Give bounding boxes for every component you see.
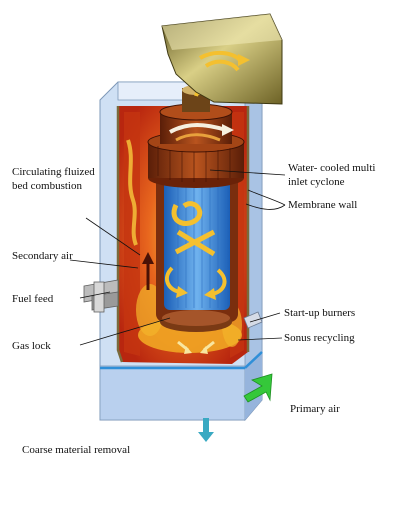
label-primary-air: Primary air [290,403,340,415]
label-startup-burners: Start-up burners [284,307,356,319]
leader-lines [69,169,286,346]
fuel-feed-pipes [83,279,119,313]
label-secondary-air: Secondary air [12,250,73,262]
label-cyclone: Water- cooled multi inlet cyclone [288,162,376,188]
label-circulating: Circulating fluized bed combustion [12,166,95,192]
label-coarse-removal: Coarse material removal [22,444,131,456]
gas-outlet-duct [161,13,283,112]
label-gas-lock: Gas lock [12,340,51,352]
primary-air-arrow [243,373,273,403]
coarse-removal-arrow [198,418,214,442]
cyclone-vessel [156,150,238,322]
cyclone-drum [147,103,245,188]
label-sonus-recycling: Sonus recycling [284,332,355,344]
label-membrane-wall: Membrane wall [288,199,358,211]
startup-burner [243,311,263,329]
label-fuel-feed: Fuel feed [12,293,54,305]
gas-lock-grate [160,310,232,354]
